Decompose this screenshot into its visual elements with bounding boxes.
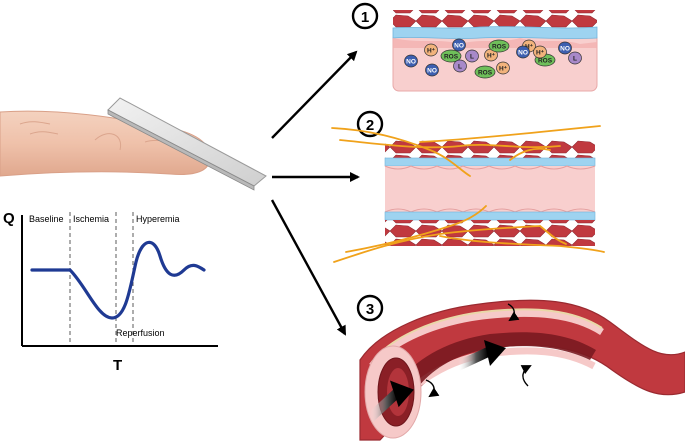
panel-3-curved-vessel [359, 299, 685, 441]
glass-slide [107, 97, 267, 191]
svg-text:L: L [573, 56, 577, 63]
panel-markers: 1 2 3 [351, 2, 384, 322]
molecule-h-badge: H⁺ [424, 43, 438, 57]
x-axis-label: T [113, 357, 122, 374]
svg-text:NO: NO [454, 43, 464, 50]
blood-flow-arrow-1 [366, 388, 402, 422]
molecule-ros-badge: ROS [440, 49, 462, 63]
svg-text:ROS: ROS [538, 58, 553, 65]
svg-text:NO: NO [427, 68, 437, 75]
svg-text:H⁺: H⁺ [427, 48, 436, 55]
molecule-h-badge: H⁺ [533, 45, 547, 59]
molecule-h-badge: H⁺ [496, 61, 510, 75]
phase-label-reperfusion: Reperfusion [116, 328, 165, 338]
phase-label-baseline: Baseline [29, 214, 64, 224]
svg-text:L: L [470, 54, 474, 61]
svg-text:ROS: ROS [492, 44, 507, 51]
svg-text:L: L [458, 64, 462, 71]
svg-text:H⁺: H⁺ [525, 44, 534, 51]
svg-text:ROS: ROS [444, 54, 459, 61]
flow-curve [30, 240, 206, 320]
svg-text:NO: NO [560, 46, 570, 53]
molecule-no-badge: NO [404, 54, 418, 68]
molecule-l-badge: L [453, 59, 467, 73]
molecule-no-badge: NO [452, 38, 466, 52]
phase-label-ischemia: Ischemia [73, 214, 109, 224]
svg-text:NO: NO [406, 59, 416, 66]
blood-flow-arrow-2 [455, 347, 491, 371]
svg-text:NO: NO [518, 50, 528, 57]
y-axis-label: Q [3, 210, 15, 227]
svg-text:1: 1 [361, 9, 369, 26]
process-arrows [270, 50, 360, 336]
panel-2-innervated-vessel [331, 125, 605, 263]
svg-text:H⁺: H⁺ [536, 50, 545, 57]
svg-text:3: 3 [366, 301, 374, 318]
arrow-to-panel-1 [271, 50, 358, 139]
molecule-no-badge: NO [558, 41, 572, 55]
svg-text:H⁺: H⁺ [487, 53, 496, 60]
arrow-to-panel-3 [270, 199, 347, 336]
panel-marker-1: 1 [351, 2, 379, 30]
svg-text:H⁺: H⁺ [499, 66, 508, 73]
molecule-no-badge: NO [425, 63, 439, 77]
phase-label-hyperemia: Hyperemia [136, 214, 180, 224]
molecule-no-badge: NO [516, 45, 530, 59]
panel-marker-3: 3 [356, 294, 384, 322]
shear-arrows [425, 303, 532, 398]
nerve-fibers [331, 125, 605, 263]
molecule-ros-badge: ROS [488, 39, 510, 53]
panel-marker-2: 2 [356, 110, 384, 138]
molecule-l-badge: L [465, 49, 479, 63]
svg-text:2: 2 [366, 117, 374, 134]
molecule-l-badge: L [568, 51, 582, 65]
flow-graph: Q T Baseline Ischemia Hyperemia Reperfus… [3, 210, 218, 374]
svg-text:ROS: ROS [478, 70, 493, 77]
molecule-h-badge: H⁺ [484, 48, 498, 62]
molecule-ros-badge: ROS [474, 65, 496, 79]
